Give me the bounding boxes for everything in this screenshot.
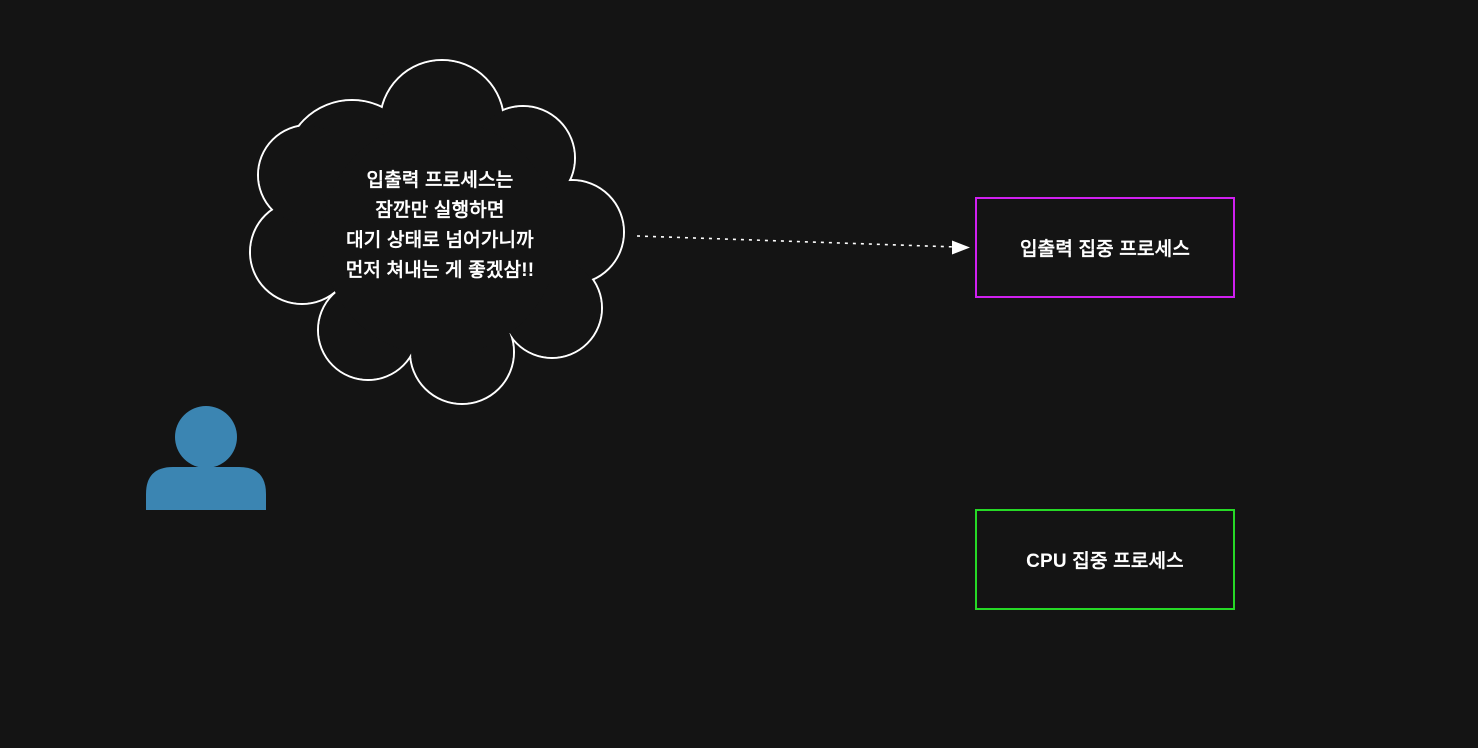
thought-cloud-fill [251,61,623,403]
thought-line-3: 대기 상태로 넘어가니까 [346,230,534,251]
io-process-box: 입출력 집중 프로세스 [975,197,1235,298]
cpu-process-label: CPU 집중 프로세스 [1026,551,1184,572]
cpu-process-box: CPU 집중 프로세스 [975,509,1235,610]
dashed-arrow [636,235,970,255]
io-process-label: 입출력 집중 프로세스 [1019,239,1191,260]
thought-cloud-text: 입출력 프로세스는 잠깐만 실행하면 대기 상태로 넘어가니까 먼저 쳐내는 게… [280,166,600,286]
thought-line-4: 먼저 쳐내는 게 좋겠삼!! [345,260,535,281]
person-icon [146,406,266,510]
thought-line-1: 입출력 프로세스는 [366,170,514,191]
thought-line-2: 잠깐만 실행하면 [375,200,505,221]
